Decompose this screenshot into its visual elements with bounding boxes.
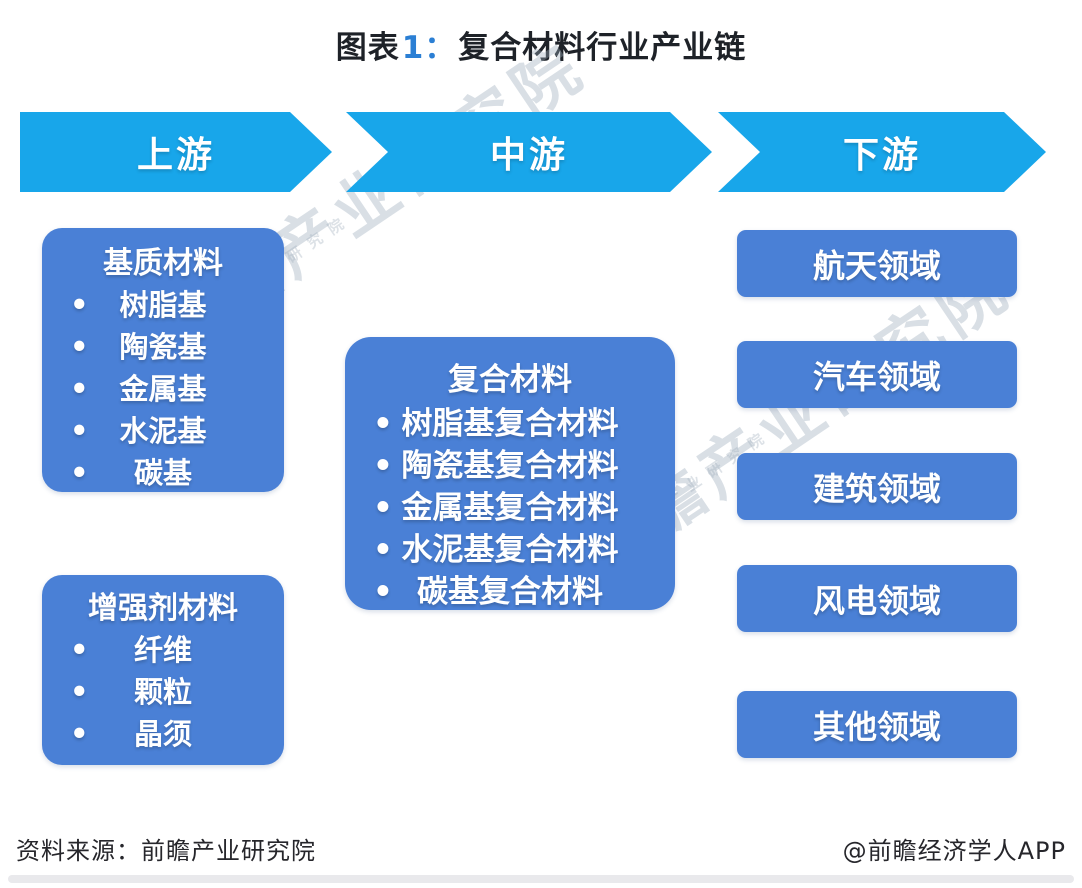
stage-arrow-midstream: 中游 [346, 112, 712, 192]
bottom-edge-strip [8, 875, 1074, 883]
list-item: • 碳基 [42, 452, 284, 494]
bullet-icon: • [70, 456, 89, 490]
composite-materials-box: 复合材料 • 树脂基复合材料 • 陶瓷基复合材料 • 金属基复合材料 • 水泥基… [345, 337, 675, 610]
bullet-icon: • [70, 330, 89, 364]
application-box-windpower: 风电领域 [737, 565, 1017, 632]
list-item-label: 碳基 [133, 456, 192, 490]
list-item-label: 水泥基 [119, 414, 207, 448]
list-item-label: 纤维 [133, 633, 192, 667]
list-item-label: 金属基 [119, 372, 207, 406]
stage-label-downstream: 下游 [842, 135, 921, 176]
bullet-icon: • [70, 372, 89, 406]
list-item-label: 碳基复合材料 [417, 574, 603, 610]
credit-text: @前瞻经济学人APP [842, 837, 1066, 865]
box-title: 复合材料 [448, 362, 572, 398]
data-source-text: 资料来源：前瞻产业研究院 [16, 837, 316, 865]
reinforcement-materials-box: 增强剂材料 • 纤维 • 颗粒 • 晶须 [42, 575, 284, 765]
title-index: 1： [401, 30, 457, 66]
application-label: 风电领域 [812, 581, 941, 620]
list-item: • 纤维 [42, 629, 284, 671]
list-item-label: 陶瓷基复合材料 [401, 448, 619, 484]
list-item: • 颗粒 [42, 671, 284, 713]
bullet-icon: • [373, 532, 393, 568]
application-box-other: 其他领域 [737, 691, 1017, 758]
application-label: 其他领域 [812, 707, 941, 746]
bullet-icon: • [70, 717, 89, 751]
list-item: • 碳基复合材料 [345, 571, 675, 613]
bullet-icon: • [70, 633, 89, 667]
title-name: 复合材料行业产业链 [458, 30, 747, 66]
list-item-label: 金属基复合材料 [401, 490, 619, 526]
list-item: • 金属基 [42, 368, 284, 410]
list-item: • 晶须 [42, 713, 284, 755]
list-item: • 陶瓷基复合材料 [345, 445, 675, 487]
list-item: • 陶瓷基 [42, 326, 284, 368]
bullet-icon: • [70, 288, 89, 322]
matrix-materials-box: 基质材料 • 树脂基 • 陶瓷基 • 金属基 • 水泥基 • 碳基 [42, 228, 284, 492]
list-item: • 金属基复合材料 [345, 487, 675, 529]
bullet-icon: • [373, 448, 393, 484]
application-box-aerospace: 航天领域 [737, 230, 1017, 297]
stage-label-midstream: 中游 [489, 135, 568, 176]
bullet-icon: • [373, 574, 393, 610]
list-item-label: 陶瓷基 [119, 330, 207, 364]
bullet-icon: • [373, 490, 393, 526]
application-label: 汽车领域 [812, 357, 941, 396]
stage-label-upstream: 上游 [136, 135, 215, 176]
list-item: • 水泥基 [42, 410, 284, 452]
list-item-label: 颗粒 [133, 675, 192, 709]
list-item-label: 树脂基 [119, 288, 207, 322]
stage-arrow-upstream: 上游 [20, 112, 332, 192]
box-title: 基质材料 [103, 246, 223, 281]
stage-arrow-downstream: 下游 [718, 112, 1046, 192]
list-item: • 树脂基复合材料 [345, 403, 675, 445]
list-item-label: 水泥基复合材料 [401, 532, 619, 568]
list-item: • 树脂基 [42, 284, 284, 326]
list-item-label: 树脂基复合材料 [401, 406, 619, 442]
application-box-automotive: 汽车领域 [737, 341, 1017, 408]
bullet-icon: • [70, 675, 89, 709]
box-title: 增强剂材料 [88, 591, 238, 626]
application-label: 航天领域 [812, 246, 941, 285]
application-label: 建筑领域 [812, 469, 941, 508]
bullet-icon: • [373, 406, 393, 442]
application-box-construction: 建筑领域 [737, 453, 1017, 520]
bullet-icon: • [70, 414, 89, 448]
list-item-label: 晶须 [133, 717, 192, 751]
list-item: • 水泥基复合材料 [345, 529, 675, 571]
page-title: 图表1：复合材料行业产业链 [0, 22, 1082, 67]
title-label: 图表 [335, 30, 400, 66]
